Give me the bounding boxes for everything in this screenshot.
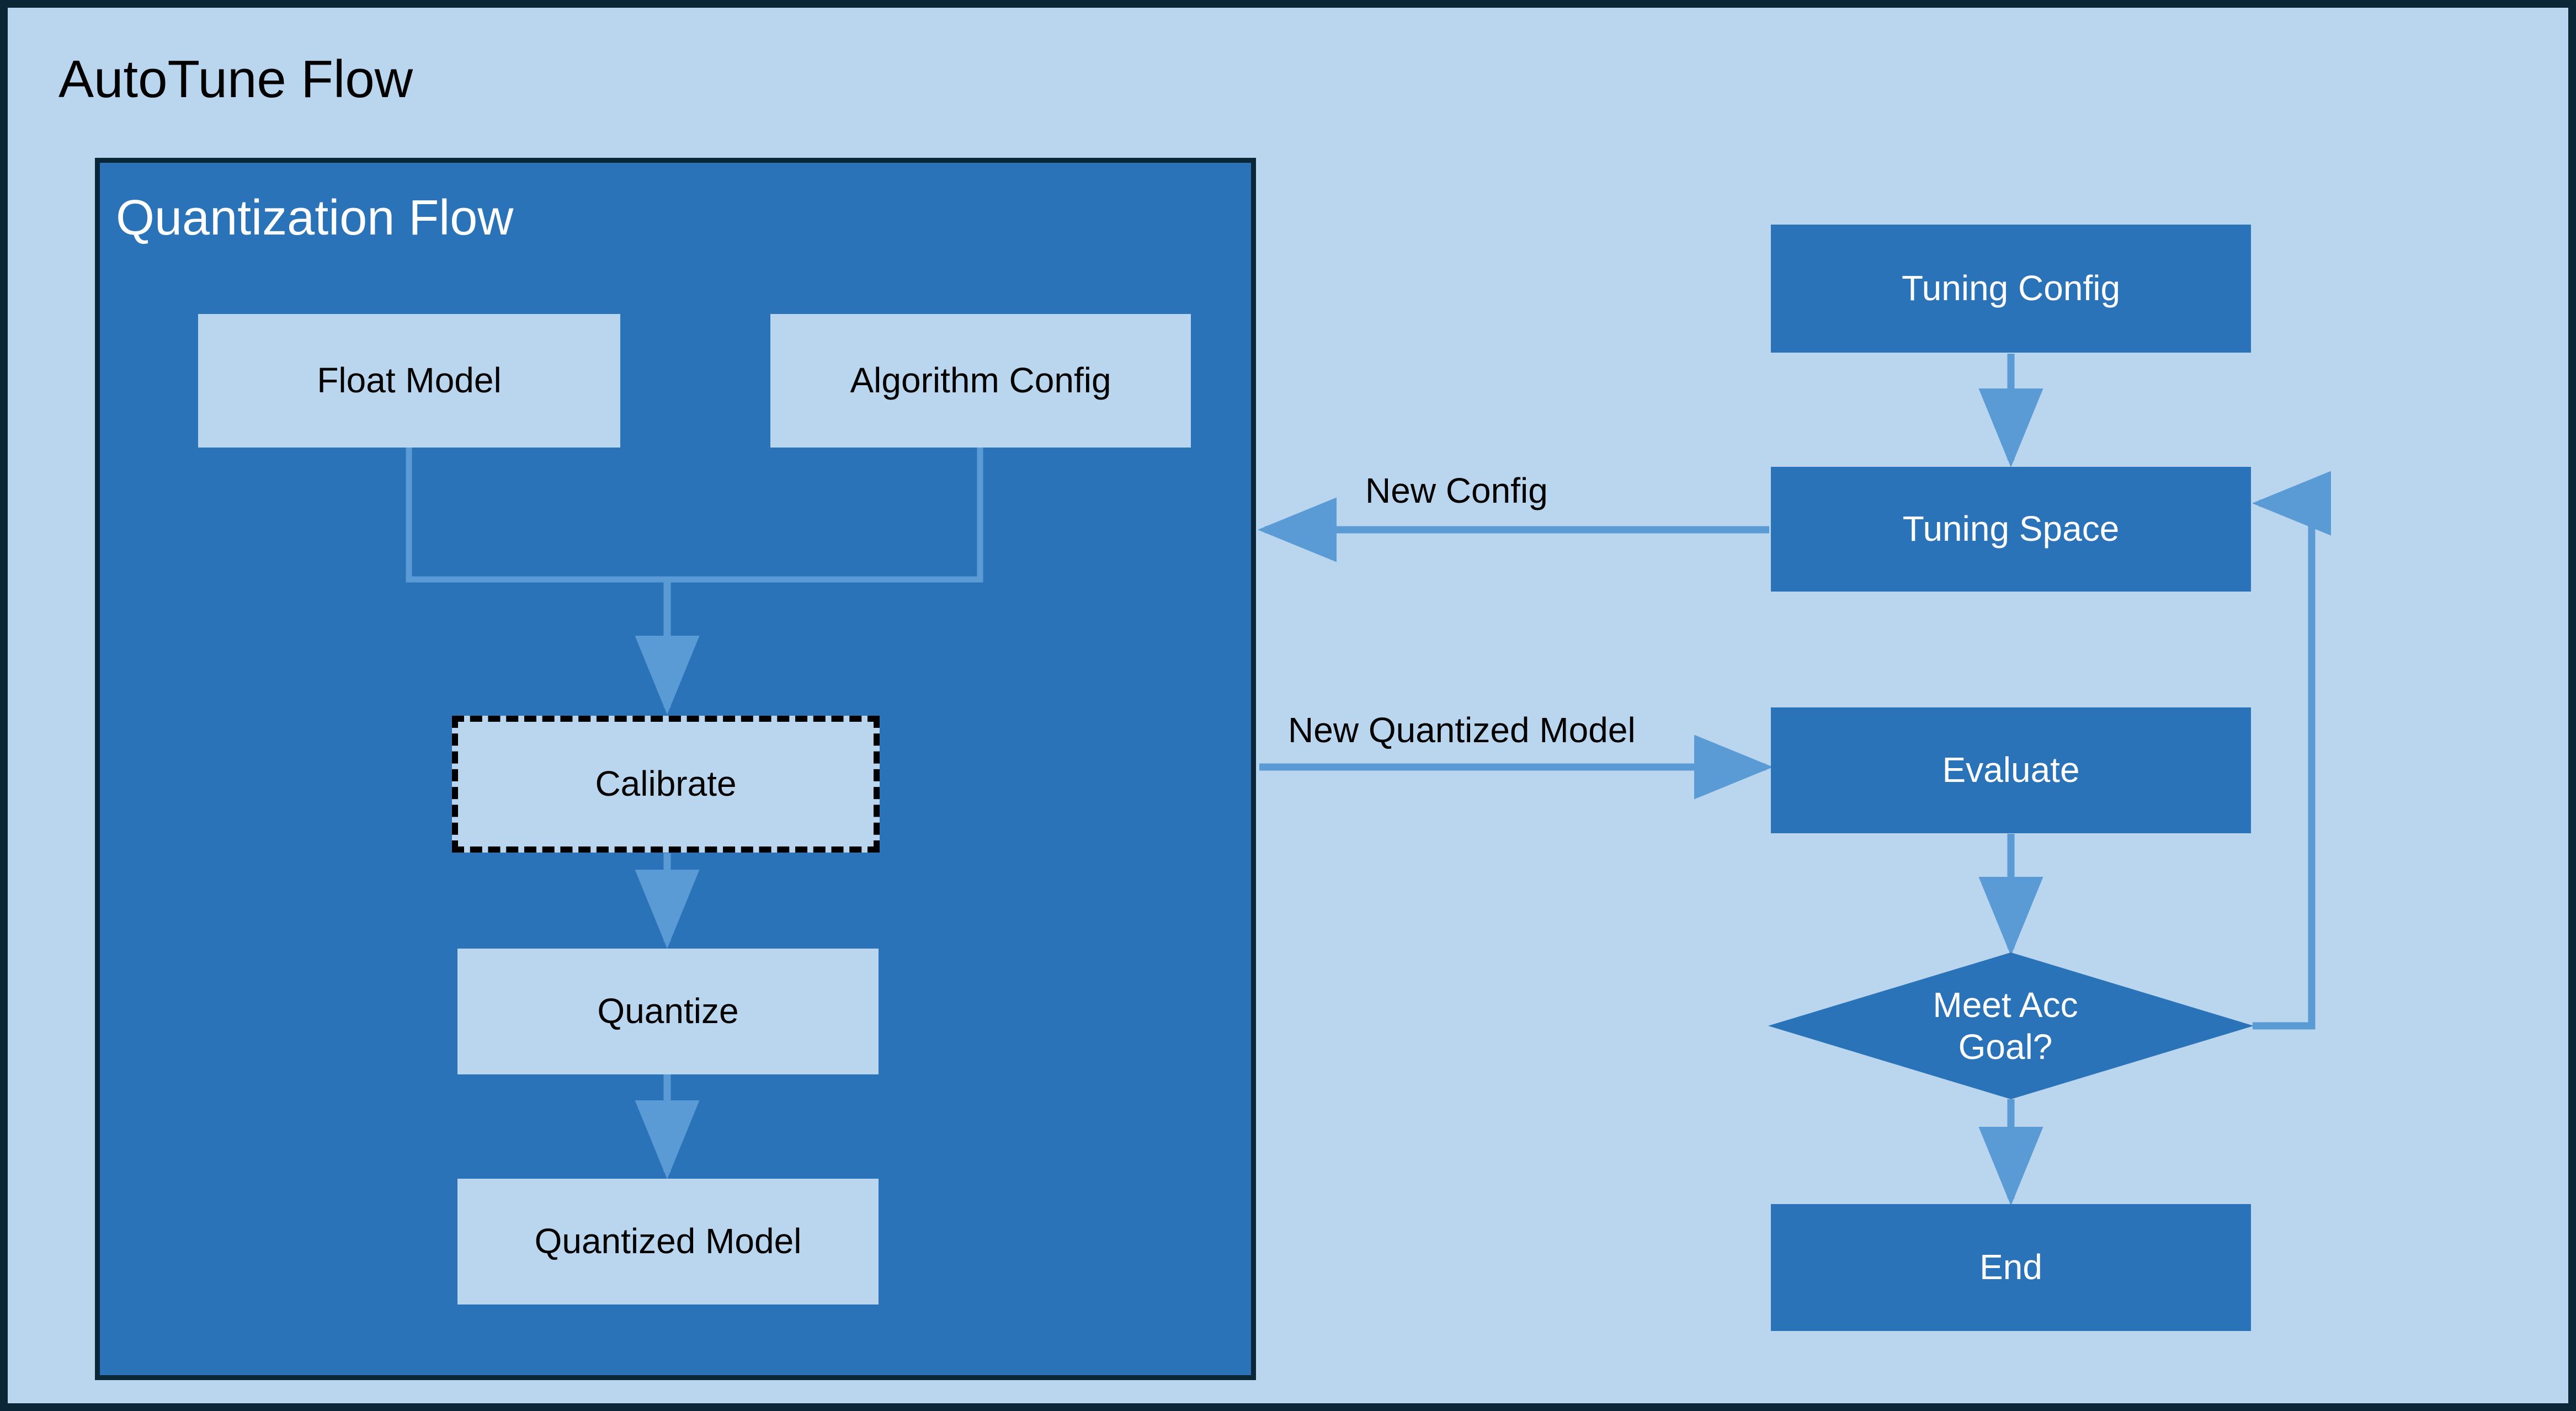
page-title: AutoTune Flow (58, 50, 413, 109)
node-algorithm-config[interactable]: Algorithm Config (770, 314, 1191, 448)
node-tuning-space[interactable]: Tuning Space (1771, 467, 2251, 592)
edge-decision-loopback-to-tuning-space (2252, 471, 2331, 1030)
decision-label-line1: Meet Acc (1933, 985, 2078, 1025)
node-quantize[interactable]: Quantize (457, 949, 879, 1074)
decision-label-line2: Goal? (1958, 1026, 2053, 1067)
node-quantized-model[interactable]: Quantized Model (457, 1179, 879, 1304)
edge-label-new-quantized-model: New Quantized Model (1288, 710, 1636, 750)
node-calibrate[interactable]: Calibrate (452, 716, 880, 853)
node-evaluate[interactable]: Evaluate (1771, 707, 2251, 833)
quantization-flow-title: Quantization Flow (116, 190, 514, 246)
node-tuning-config[interactable]: Tuning Config (1771, 225, 2251, 353)
node-float-model[interactable]: Float Model (198, 314, 620, 448)
node-meet-acc-goal-label: Meet Acc Goal? (1895, 984, 2116, 1068)
edge-label-new-config: New Config (1365, 471, 1548, 510)
node-end[interactable]: End (1771, 1204, 2251, 1331)
